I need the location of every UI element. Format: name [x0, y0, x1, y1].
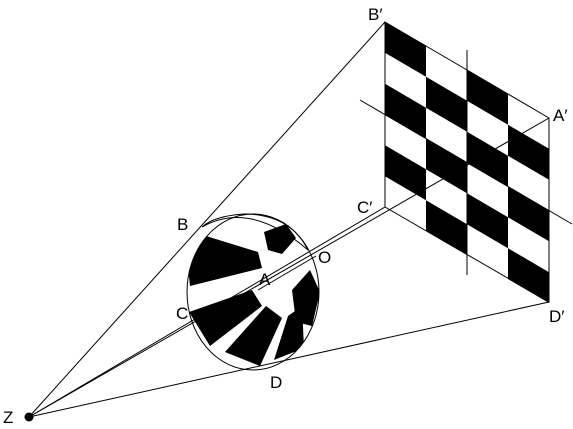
ray-z-d-prime: [28, 301, 550, 418]
ray-z-b-prime: [28, 21, 386, 418]
label-a-prime: A′: [553, 106, 568, 125]
label-b: B: [177, 215, 188, 234]
checker-square: [467, 70, 508, 125]
label-o-prime: O′: [477, 145, 493, 164]
checker-square: [385, 83, 426, 139]
sphere-stripe: [225, 306, 282, 366]
sphere-stripe: [292, 270, 319, 326]
checker-square: [426, 200, 467, 255]
label-d-prime: D′: [549, 307, 564, 326]
point-z-marker: [24, 412, 34, 422]
checkerboard: [385, 22, 549, 303]
sphere-stripes: [187, 224, 319, 366]
checker-square: [508, 248, 549, 303]
checker-square: [508, 124, 549, 180]
label-d: D: [270, 373, 282, 392]
screen-outline: [384, 21, 550, 303]
label-a: A: [259, 270, 271, 289]
label-c: C: [176, 304, 188, 323]
label-o: O: [318, 248, 331, 267]
checker-square: [467, 193, 508, 249]
checker-square: [426, 138, 467, 194]
point-labels: Z B C D A O B′ A′ C′ D′ O′: [3, 5, 568, 427]
label-c-prime: C′: [357, 198, 372, 217]
screen-axis-horizontal: [359, 99, 573, 225]
label-b-prime: B′: [368, 5, 383, 24]
projection-screen: [359, 21, 573, 303]
sphere-stripe: [187, 236, 262, 286]
checker-square: [385, 22, 426, 77]
sphere-cap: [201, 213, 309, 251]
checker-square: [508, 186, 549, 242]
checker-square: [426, 76, 467, 132]
segment-a-o: [257, 255, 317, 291]
checker-square: [467, 131, 508, 187]
label-z: Z: [3, 408, 13, 427]
sphere: [186, 213, 320, 371]
sphere-stripe: [264, 224, 296, 254]
checker-square: [385, 145, 426, 201]
sphere-stripe: [189, 290, 262, 346]
